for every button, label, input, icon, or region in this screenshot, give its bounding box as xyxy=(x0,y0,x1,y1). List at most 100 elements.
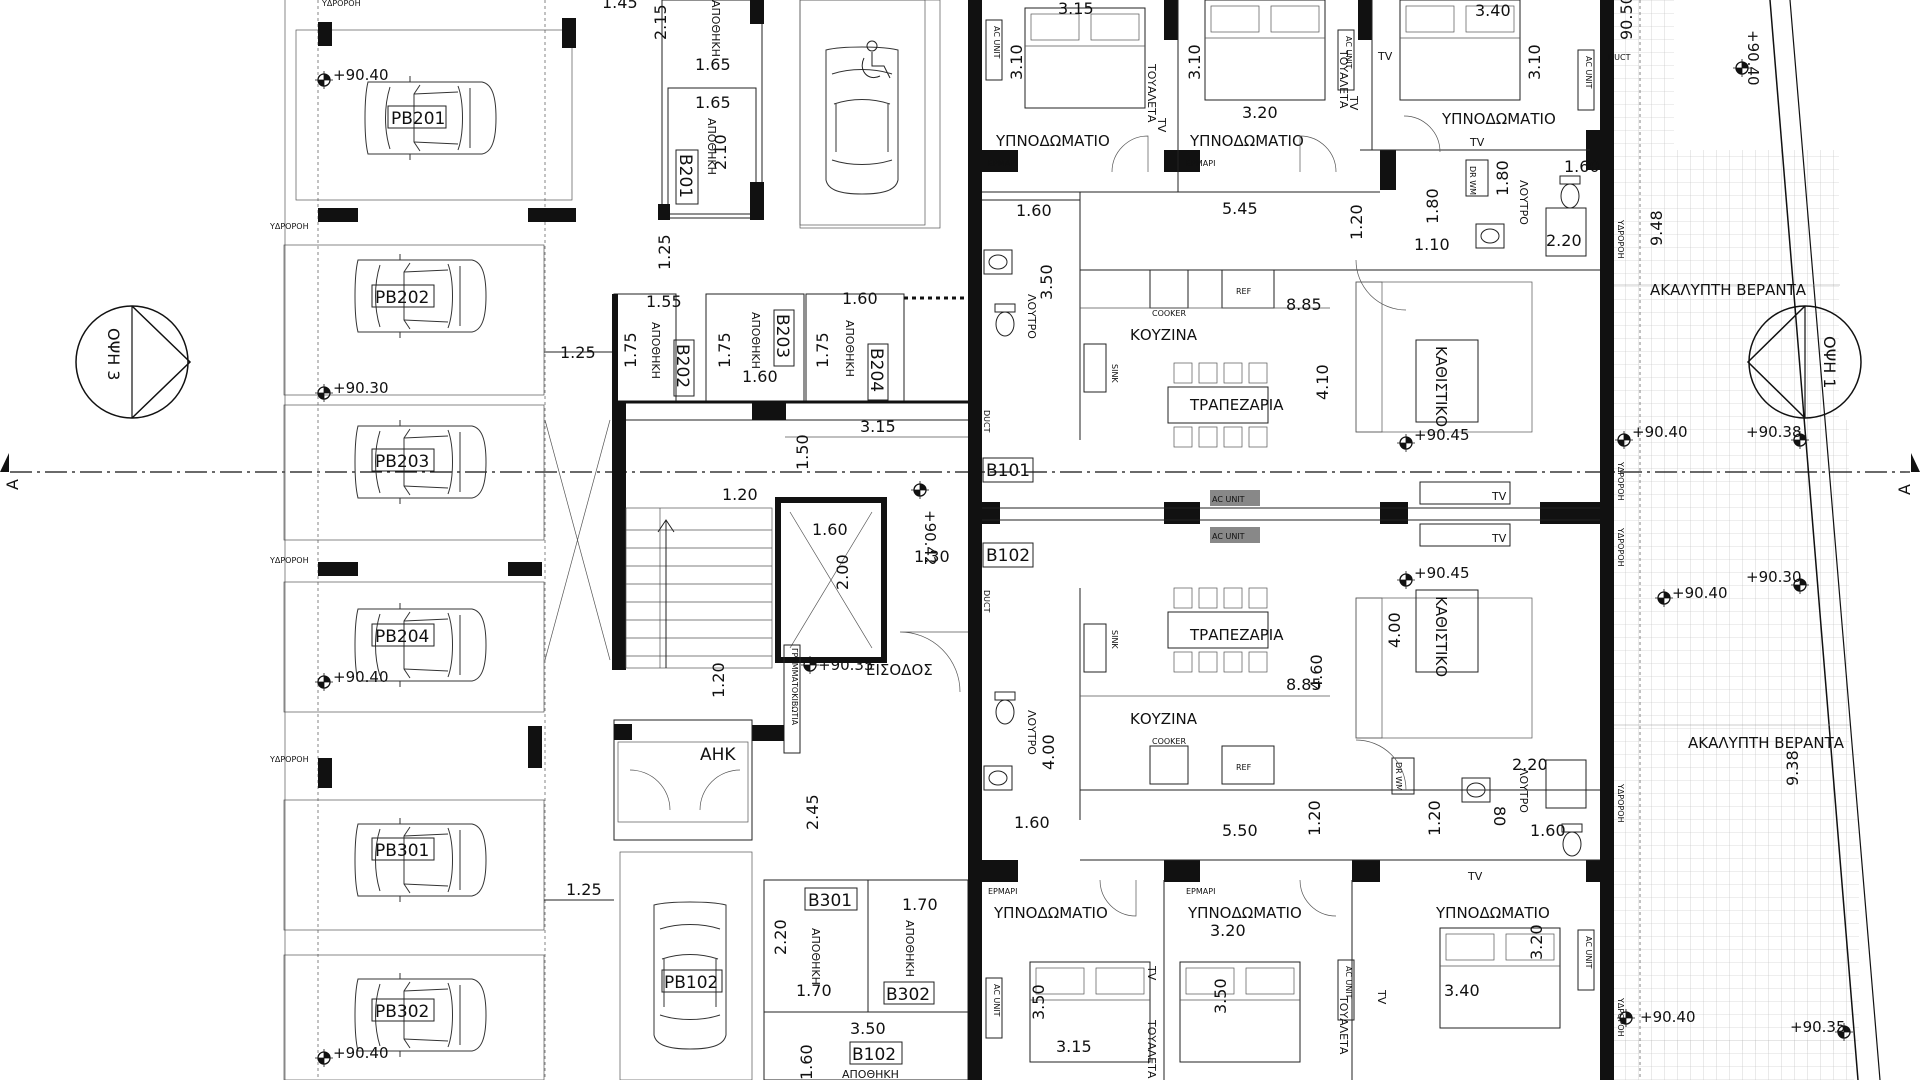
dim-text: 1.20 xyxy=(1347,204,1366,240)
storage-word: ΑΠΟΘΗΚΗ xyxy=(903,920,916,977)
dim-text: 1.25 xyxy=(566,880,602,899)
room-living: ΚΑΘΙΣΤΙΚΟ xyxy=(1432,596,1450,677)
level-label: +90.40 xyxy=(333,66,389,84)
mailbox-label: ΓΡΑΜΜΑΤΟΚΙΒΩΤΙΑ xyxy=(790,648,799,726)
storage-label: B201 xyxy=(675,154,695,198)
tv-label: TV xyxy=(1377,50,1393,63)
dim-text: 1.60 xyxy=(1564,157,1600,176)
parking-bay-pb301: PB301 xyxy=(354,817,487,903)
dim-text: 3.40 xyxy=(1475,1,1511,20)
water-label: ΥΔΡΟΡΟΗ xyxy=(1616,783,1625,823)
water-label: ΥΔΡΟΡΟΗ xyxy=(269,222,309,231)
dim-text: 4.10 xyxy=(1313,364,1332,400)
storage-tag-b204: B204 xyxy=(866,343,889,401)
parking-bay-pb201: PB201 xyxy=(364,75,497,161)
bath-label: ΛΟΥΤΡΟ xyxy=(1025,710,1038,755)
level-label: +90.40 xyxy=(333,1044,389,1062)
dim-text: 2.20 xyxy=(1512,755,1548,774)
dim-text: 1.70 xyxy=(796,981,832,1000)
washer-label: DR WM xyxy=(1468,166,1477,195)
dim-text: 3.10 xyxy=(1185,44,1204,80)
room-bedroom: ΥΠΝΟΔΩΜΑΤΙΟ xyxy=(993,904,1108,922)
parking-bay-pb204: PB204 xyxy=(354,602,487,688)
sink-label: SINK xyxy=(1110,630,1119,649)
ac-label: AC UNIT xyxy=(1212,532,1245,541)
veranda-label: ΑΚΑΛΥΠΤΗ ΒΕΡΑΝΤΑ xyxy=(1650,281,1807,299)
dim-text: 1.30 xyxy=(914,547,950,566)
dim-text: 1.10 xyxy=(1414,235,1450,254)
dim-text: 3.50 xyxy=(1211,978,1230,1014)
veranda-tiles-mid xyxy=(1614,420,1849,750)
room-bedroom: ΥΠΝΟΔΩΜΑΤΙΟ xyxy=(1435,904,1550,922)
dim-text: 1.60 xyxy=(797,1044,816,1080)
tv-label: TV xyxy=(1145,965,1158,981)
level-label: +90.40 xyxy=(1632,423,1688,441)
parking-label: PB202 xyxy=(375,288,429,308)
entrance-label: ΕΙΣΟΔΟΣ xyxy=(866,661,933,679)
duct-label: DUCT xyxy=(1608,53,1631,62)
dim-text: 1.45 xyxy=(602,0,638,12)
wc-label: ΤΟΥΑΛΕΤΑ xyxy=(1337,49,1350,109)
parking-label: PB102 xyxy=(664,973,718,993)
dim-text: 2.15 xyxy=(651,4,670,40)
dim-text: 3.20 xyxy=(1210,921,1246,940)
parking-label: PB201 xyxy=(391,109,445,129)
ac-label: AC UNIT xyxy=(992,26,1001,59)
storage-word: ΑΠΟΘΗΚΗ xyxy=(843,320,856,377)
dim-text: 3.20 xyxy=(1527,924,1546,960)
room-bedroom: ΥΠΝΟΔΩΜΑΤΙΟ xyxy=(1441,110,1556,128)
dim-text: 1.75 xyxy=(715,332,734,368)
dim-text: 1.60 xyxy=(1016,201,1052,220)
fridge-label: REF xyxy=(1236,287,1252,296)
dim-text: 2.45 xyxy=(803,794,822,830)
dim-text: 1.80 xyxy=(1423,188,1442,224)
level-label: +90.42 xyxy=(921,510,939,566)
dim-text: 1.80 xyxy=(1493,160,1512,196)
parking-bay-pb202: PB202 xyxy=(354,253,487,339)
dim-text: 3.50 xyxy=(1037,264,1056,300)
dim-text: 1.70 xyxy=(902,895,938,914)
dim-text: 5.45 xyxy=(1222,199,1258,218)
dim-text: 1.50 xyxy=(793,434,812,470)
dim-text: 1.75 xyxy=(813,332,832,368)
dim-text: 3.50 xyxy=(1029,984,1048,1020)
parking-bay-pb302: PB302 xyxy=(354,972,487,1058)
parking-bay-pb203: PB203 xyxy=(354,419,487,505)
wardrobe-label: ΕΡΜΑΡΙ xyxy=(988,887,1017,896)
room-kitchen: ΚΟΥΖΙΝΑ xyxy=(1130,710,1198,728)
view-label-left: ΟΨΗ 3 xyxy=(104,328,123,380)
room-bedroom: ΥΠΝΟΔΩΜΑΤΙΟ xyxy=(1189,132,1304,150)
view-marker-left: ΟΨΗ 3 xyxy=(75,305,192,419)
veranda-label: ΑΚΑΛΥΠΤΗ ΒΕΡΑΝΤΑ xyxy=(1688,734,1845,752)
ac-label: AC UNIT xyxy=(1584,56,1593,89)
tv-label: TV xyxy=(1469,136,1485,149)
room-living: ΚΑΘΙΣΤΙΚΟ xyxy=(1432,346,1450,427)
wc-label: ΤΟΥΑΛΕΤΑ xyxy=(1145,1019,1158,1079)
water-label: ΥΔΡΟΡΟΗ xyxy=(269,755,309,764)
dim-text: 3.50 xyxy=(850,1019,886,1038)
dim-text: 1.20 xyxy=(1305,800,1324,836)
water-label: ΥΔΡΟΡΟΗ xyxy=(1616,461,1625,501)
level-label: +90.40 xyxy=(1672,584,1728,602)
level-label: +90.45 xyxy=(1414,426,1470,444)
view-marker-right: ΟΨΗ 1 xyxy=(1746,305,1862,419)
storage-tag-b202: B202 xyxy=(672,339,695,397)
stair xyxy=(625,507,773,669)
dim-text: 1.25 xyxy=(560,343,596,362)
view-label-right: ΟΨΗ 1 xyxy=(1820,336,1839,388)
section-label-right: A xyxy=(1895,484,1914,495)
washer-label: DR WM xyxy=(1394,762,1403,791)
dim-text: 9.48 xyxy=(1647,210,1666,246)
dim-text: 1.20 xyxy=(722,485,758,504)
wc-label: ΤΟΥΑΛΕΤΑ xyxy=(1337,995,1350,1055)
storage-label: B302 xyxy=(886,985,930,1005)
level-label: +90.35 xyxy=(1790,1018,1846,1036)
water-label: ΥΔΡΟΡΟΗ xyxy=(1616,219,1625,259)
storage-label: B102 xyxy=(852,1045,896,1065)
cooker-label: COOKER xyxy=(1152,309,1186,318)
parking-label: PB203 xyxy=(375,452,429,472)
duct-label: DUCT xyxy=(982,410,991,433)
storage-label: B301 xyxy=(808,891,852,911)
storage-label: B203 xyxy=(772,314,792,358)
